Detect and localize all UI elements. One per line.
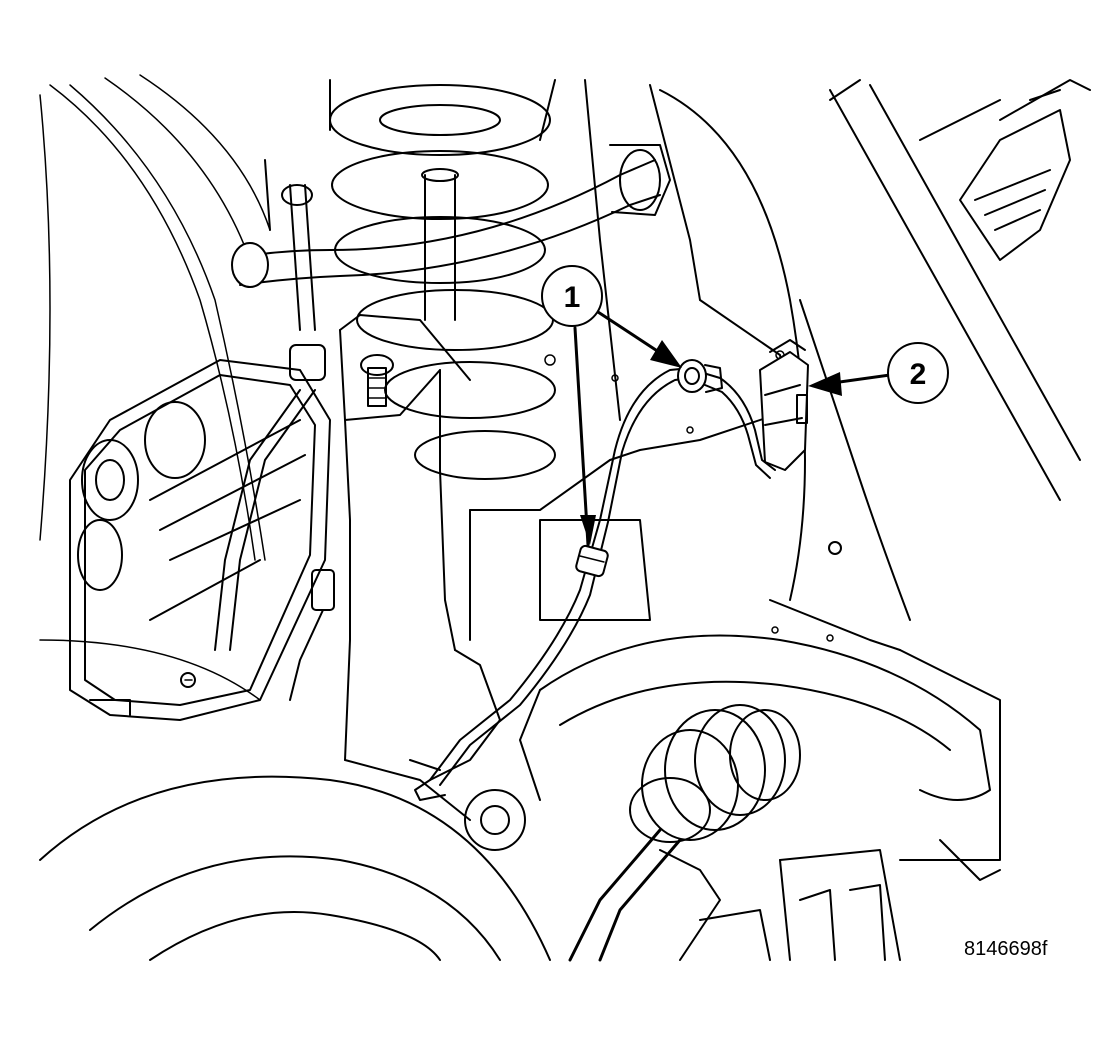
callout-1-label: 1	[564, 281, 581, 314]
wheel-well-outline	[39, 74, 271, 701]
frame-panel	[469, 79, 1081, 651]
harness-clip-lower	[575, 544, 609, 578]
callout-1: 1	[541, 265, 682, 547]
brake-rotor	[39, 775, 551, 961]
lower-right-bracket	[659, 649, 1001, 961]
brake-hose	[214, 389, 335, 701]
upper-right-bracket	[829, 79, 1091, 261]
lower-control-arm	[464, 634, 991, 851]
harness-clip-upper	[677, 359, 723, 393]
stabilizer-bar	[231, 144, 671, 288]
sensor-connector	[759, 339, 809, 471]
callout-2: 2	[808, 342, 949, 404]
figure-id: 8146698f	[964, 938, 1048, 960]
callout-2-label: 2	[910, 358, 927, 391]
steering-knuckle	[339, 314, 501, 821]
stabilizer-link	[264, 159, 326, 381]
brake-caliper	[69, 359, 331, 721]
cv-boot	[568, 704, 801, 962]
